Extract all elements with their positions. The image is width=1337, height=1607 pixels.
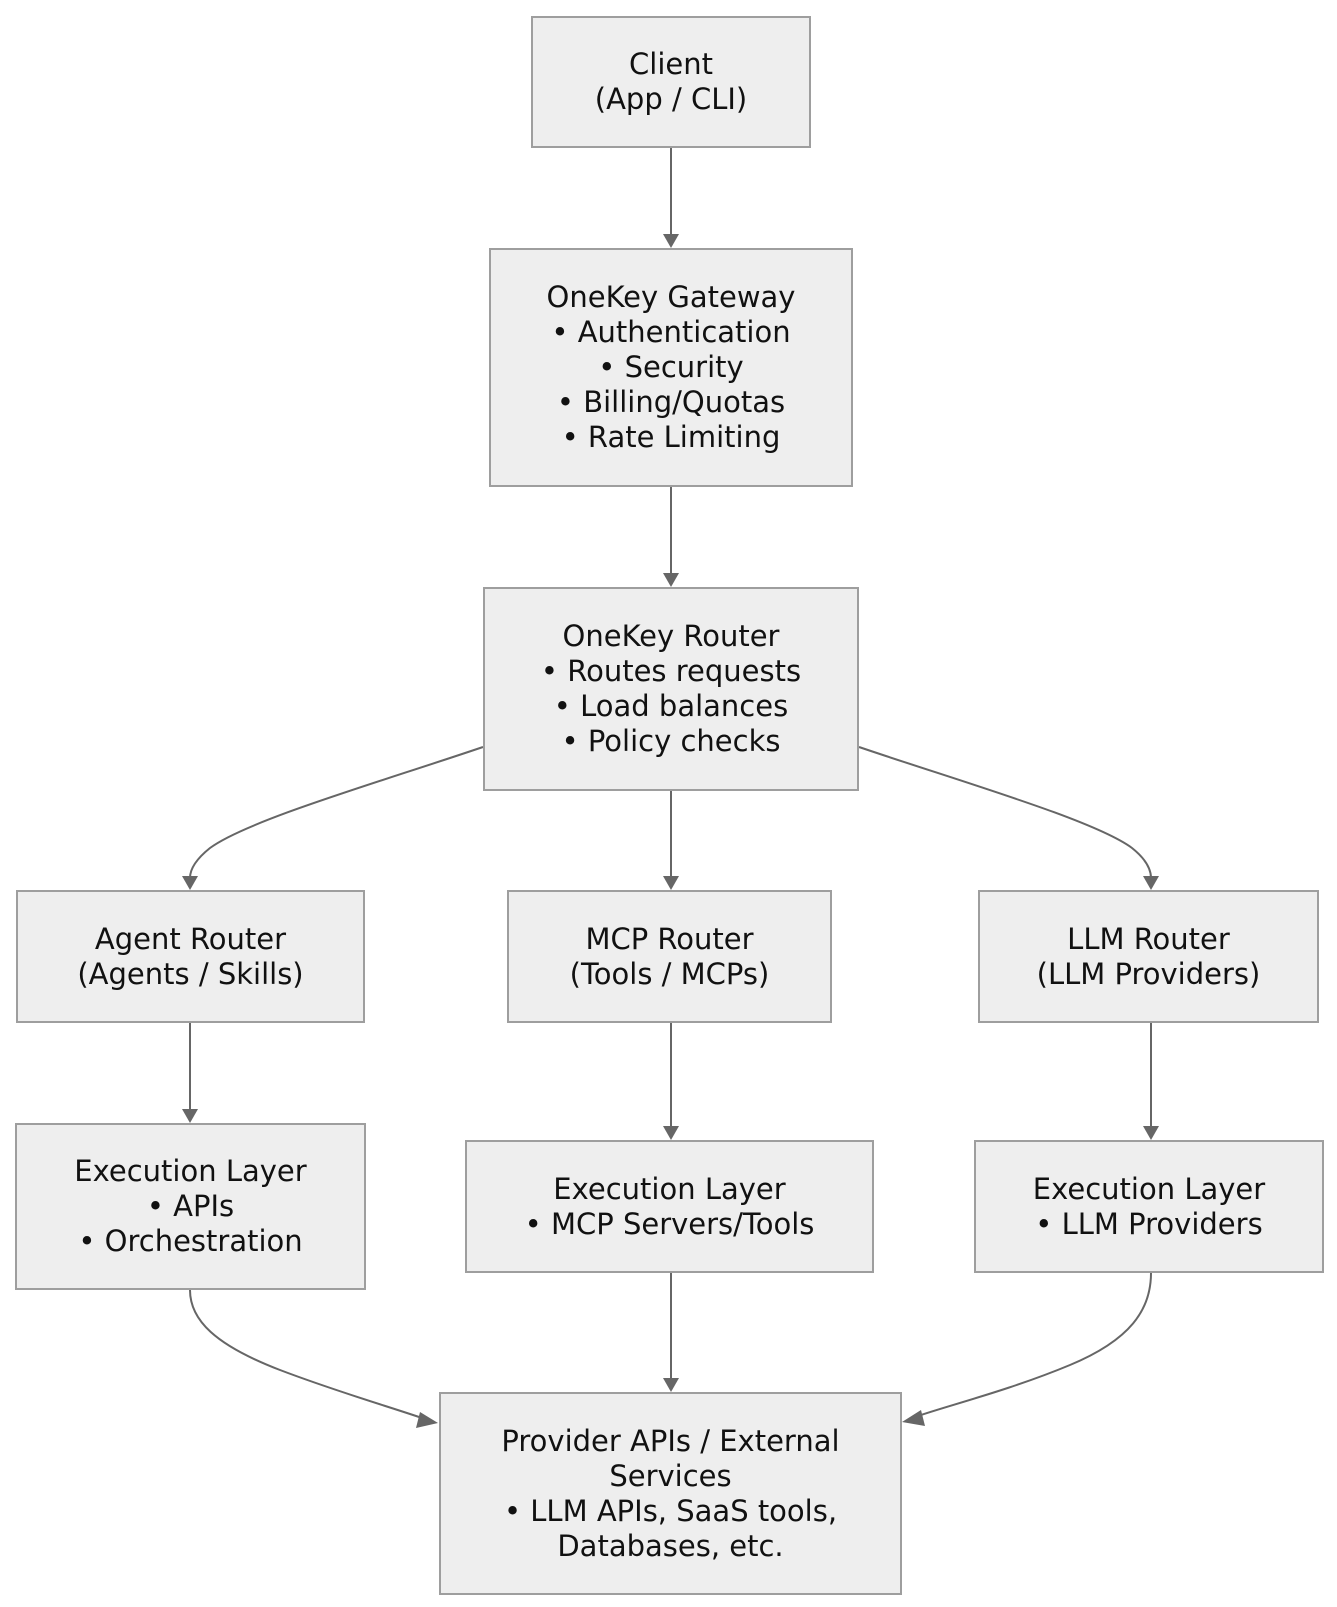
arrow-llm-router-to-exec-llm <box>1143 1126 1159 1140</box>
arrow-router-to-mcp-router <box>663 876 679 890</box>
provider-node-line: Databases, etc. <box>557 1528 784 1563</box>
edge-router-to-llm-router <box>858 746 1152 879</box>
client-node-line: (App / CLI) <box>594 82 748 116</box>
exec-mcp-node-line: • MCP Servers/Tools <box>524 1206 815 1241</box>
mcp-router-node-line: (Tools / MCPs) <box>569 956 770 991</box>
router-node-line: • Load balances <box>553 689 789 723</box>
exec-agent-node: Execution Layer • APIs • Orchestration <box>15 1123 366 1290</box>
edge-router-to-agent-router <box>189 746 484 879</box>
client-node: Client (App / CLI) <box>531 16 811 148</box>
agent-router-node-line: (Agents / Skills) <box>77 956 304 991</box>
router-node: OneKey Router • Routes requests • Load b… <box>483 587 859 791</box>
router-node-line: • Policy checks <box>561 724 781 758</box>
gateway-node: OneKey Gateway • Authentication • Securi… <box>489 248 853 487</box>
arrow-gateway-to-router <box>663 573 679 587</box>
arrow-agent-router-to-exec-agent <box>182 1109 198 1123</box>
exec-llm-node-title: Execution Layer <box>1032 1171 1266 1206</box>
arrow-client-to-gateway <box>663 234 679 248</box>
exec-llm-node: Execution Layer • LLM Providers <box>974 1140 1324 1273</box>
provider-node: Provider APIs / External Services • LLM … <box>439 1392 902 1595</box>
edge-exec-llm-to-provider <box>917 1272 1152 1417</box>
llm-router-node: LLM Router (LLM Providers) <box>978 890 1319 1023</box>
llm-router-node-title: LLM Router <box>1067 921 1230 956</box>
gateway-node-line: • Billing/Quotas <box>556 385 786 419</box>
exec-agent-node-title: Execution Layer <box>74 1154 307 1188</box>
router-node-line: • Routes requests <box>540 654 802 688</box>
router-node-title: OneKey Router <box>562 619 780 653</box>
gateway-node-line: • Security <box>598 350 744 384</box>
llm-router-node-line: (LLM Providers) <box>1036 956 1261 991</box>
agent-router-node: Agent Router (Agents / Skills) <box>16 890 365 1023</box>
exec-mcp-node-title: Execution Layer <box>553 1171 786 1206</box>
arrow-router-to-agent-router <box>182 876 198 890</box>
exec-agent-node-line: • Orchestration <box>78 1224 303 1258</box>
gateway-node-line: • Authentication <box>551 315 791 349</box>
exec-agent-node-line: • APIs <box>146 1189 235 1223</box>
provider-node-line: Services <box>609 1458 732 1493</box>
mcp-router-node: MCP Router (Tools / MCPs) <box>507 890 832 1023</box>
provider-node-title: Provider APIs / External <box>501 1423 840 1458</box>
provider-node-line: • LLM APIs, SaaS tools, <box>503 1493 838 1528</box>
mcp-router-node-title: MCP Router <box>585 921 754 956</box>
arrow-router-to-llm-router <box>1143 876 1159 890</box>
client-node-title: Client <box>629 47 713 81</box>
arrow-exec-agent-to-provider <box>416 1412 438 1428</box>
exec-mcp-node: Execution Layer • MCP Servers/Tools <box>465 1140 874 1273</box>
edge-exec-agent-to-provider <box>189 1289 423 1419</box>
exec-llm-node-line: • LLM Providers <box>1035 1206 1263 1241</box>
arrow-exec-mcp-to-provider <box>663 1378 679 1392</box>
gateway-node-line: • Rate Limiting <box>561 420 781 454</box>
gateway-node-title: OneKey Gateway <box>546 280 796 314</box>
arrow-exec-llm-to-provider <box>902 1410 925 1426</box>
arrow-mcp-router-to-exec-mcp <box>663 1126 679 1140</box>
agent-router-node-title: Agent Router <box>94 921 287 956</box>
